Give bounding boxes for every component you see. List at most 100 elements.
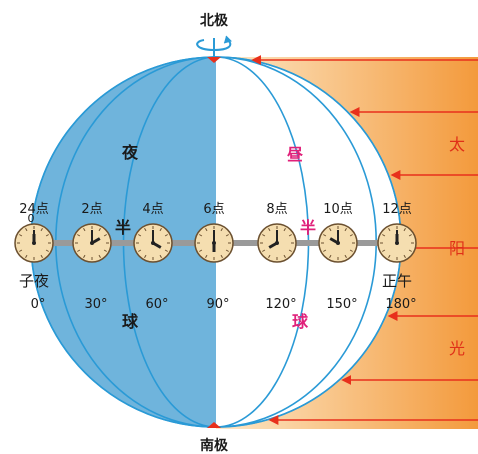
south-pole-label: 南极 (200, 437, 229, 454)
clock-tick (288, 249, 292, 252)
clock-tick (77, 234, 81, 237)
clock-time-label: 4点 (142, 202, 163, 217)
clock-tick (225, 234, 229, 237)
clock-tick (344, 254, 347, 258)
clock-time-label: 6点 (203, 202, 224, 217)
clock-tick (138, 249, 142, 252)
clock-center (32, 241, 36, 245)
clock-tick (164, 249, 168, 252)
clock-time-extra: 0 (28, 212, 35, 225)
clock-tick (408, 249, 412, 252)
clock-tick (164, 234, 168, 237)
clock-tick (19, 234, 23, 237)
clock-degree-label: 90° (206, 297, 229, 312)
clock-tick (323, 234, 327, 237)
clock-tick (262, 249, 266, 252)
clock-tick (103, 234, 107, 237)
clock-tick (288, 234, 292, 237)
clock-tick (220, 228, 223, 232)
clock-tick (268, 228, 271, 232)
clock-degree-label: 30° (84, 297, 107, 312)
clock-center (336, 241, 340, 245)
clock-degree-label: 0° (31, 297, 46, 312)
day-label-top: 昼 (286, 145, 304, 164)
clock-tick (403, 228, 406, 232)
clock-tick (283, 254, 286, 258)
clock-center (90, 241, 94, 245)
night-label-mid: 半 (115, 218, 131, 237)
clock-tick (205, 228, 208, 232)
clock-90deg: 6点 90° (194, 202, 234, 312)
clock-tick (388, 228, 391, 232)
sun-rays (251, 55, 478, 425)
sunlight-char-1: 太 (449, 135, 465, 154)
clock-tick (159, 228, 162, 232)
night-label-top: 夜 (121, 143, 139, 162)
sunlight-char-3: 光 (449, 339, 465, 358)
clock-tick (25, 228, 28, 232)
clock-tick (199, 234, 203, 237)
clock-tick (40, 254, 43, 258)
rotation-arrow-icon (196, 35, 232, 57)
clock-tick (268, 254, 271, 258)
clock-tick (138, 234, 142, 237)
clock-tick (283, 228, 286, 232)
clock-center (212, 241, 216, 245)
clock-time-label: 8点 (266, 202, 287, 217)
clock-tick (323, 249, 327, 252)
clock-tick (329, 254, 332, 258)
clock-degree-label: 180° (385, 297, 416, 312)
clock-time-label: 24点 (19, 202, 49, 217)
clock-tick (45, 249, 49, 252)
clock-time-label: 12点 (382, 202, 412, 217)
night-label-bottom: 球 (122, 312, 139, 331)
clock-name-label: 子夜 (19, 272, 49, 290)
clock-center (395, 241, 399, 245)
clock-tick (40, 228, 43, 232)
clock-tick (220, 254, 223, 258)
clock-tick (25, 254, 28, 258)
clock-tick (19, 249, 23, 252)
clock-tick (388, 254, 391, 258)
clock-tick (144, 254, 147, 258)
clock-tick (403, 254, 406, 258)
clock-degree-label: 60° (145, 297, 168, 312)
clock-tick (159, 254, 162, 258)
clock-degree-label: 120° (265, 297, 296, 312)
clock-tick (205, 254, 208, 258)
clock-tick (144, 228, 147, 232)
clock-center (151, 241, 155, 245)
clock-tick (98, 254, 101, 258)
clock-tick (329, 228, 332, 232)
day-label-bottom: 球 (292, 312, 309, 331)
clock-tick (98, 228, 101, 232)
north-pole-marker-icon (207, 57, 221, 63)
day-label-mid: 半 (300, 218, 316, 237)
clock-center (275, 241, 279, 245)
clock-30deg: 2点 30° (72, 202, 112, 312)
clock-time-label: 10点 (323, 202, 353, 217)
clock-tick (103, 249, 107, 252)
clock-tick (45, 234, 49, 237)
clock-time-label: 2点 (81, 202, 102, 217)
south-pole-marker-icon (207, 422, 221, 428)
clock-tick (77, 249, 81, 252)
clock-tick (349, 249, 353, 252)
north-pole-label: 北极 (200, 12, 229, 29)
clock-name-label: 正午 (382, 272, 412, 290)
sunlight-char-2: 阳 (449, 239, 465, 258)
clock-tick (83, 254, 86, 258)
clock-tick (382, 249, 386, 252)
clock-tick (83, 228, 86, 232)
clock-tick (382, 234, 386, 237)
clock-120deg: 8点 120° (257, 202, 297, 312)
clock-tick (262, 234, 266, 237)
clock-tick (225, 249, 229, 252)
clock-60deg: 4点 60° (133, 202, 173, 312)
clock-tick (349, 234, 353, 237)
